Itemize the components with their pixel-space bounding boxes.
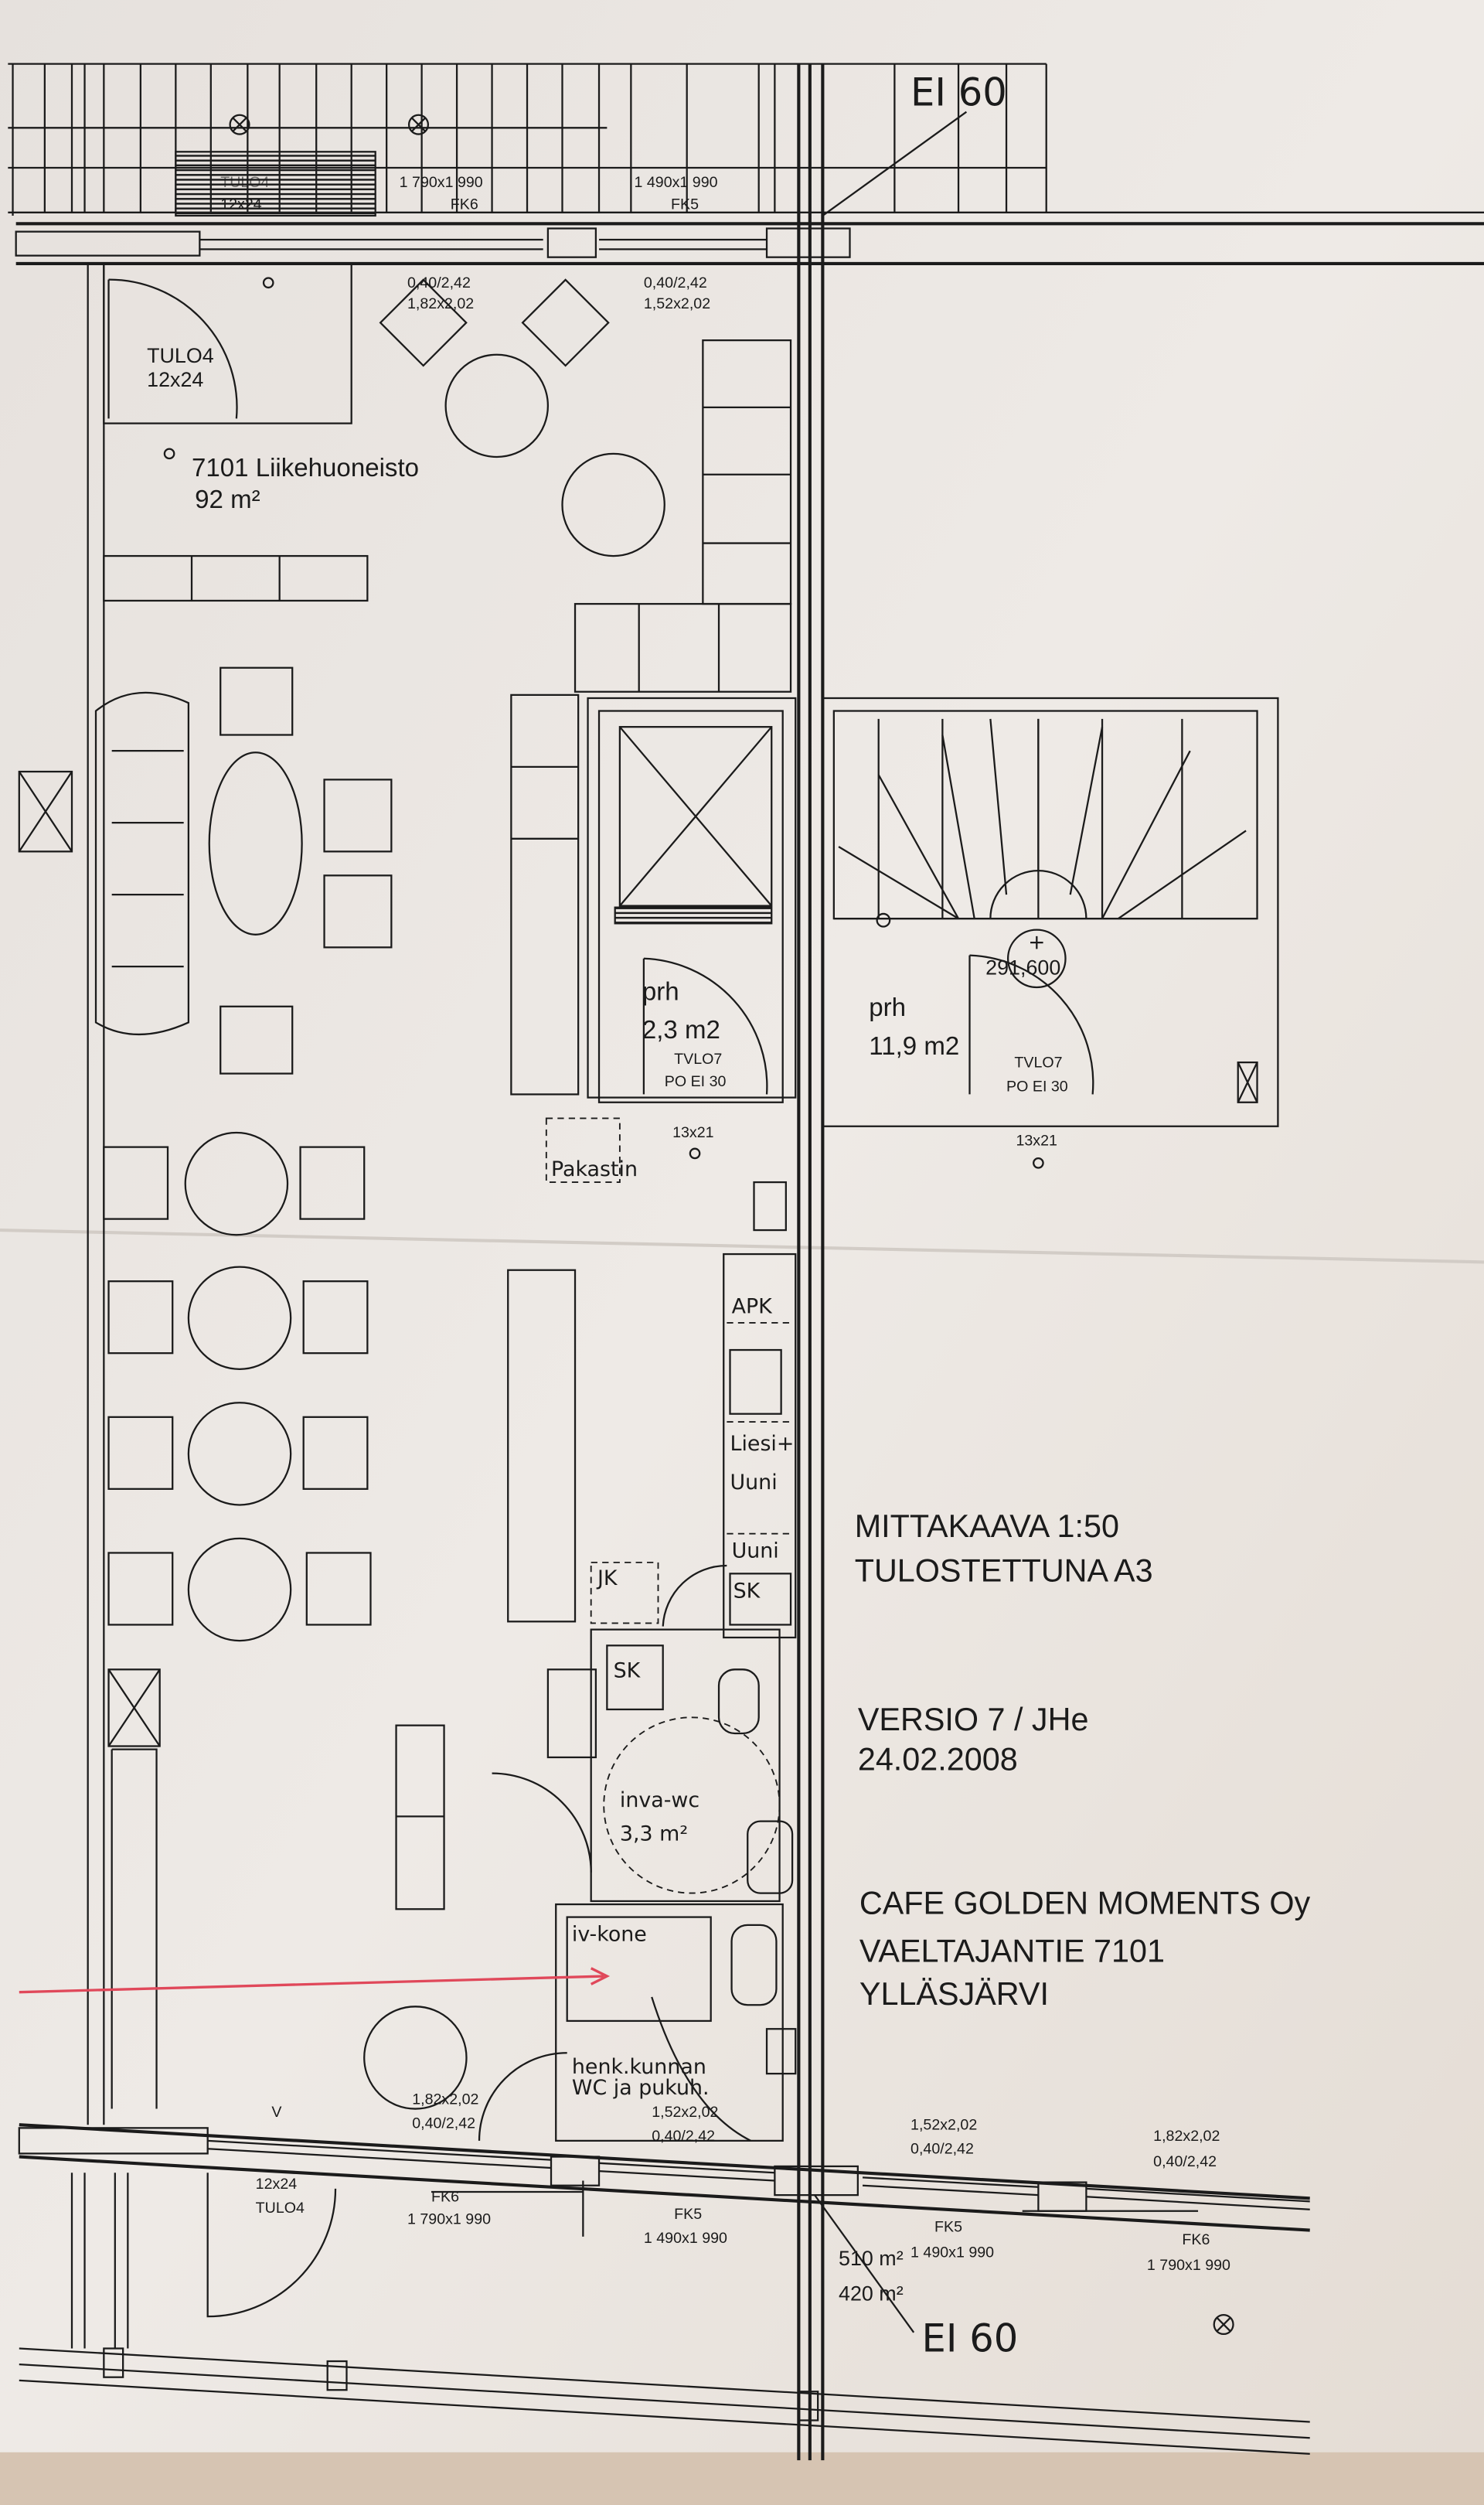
- room-name-label: prh: [642, 978, 679, 1007]
- door-size-label: 12x24: [147, 368, 203, 391]
- street-label: VAELTAJANTIE 7101: [859, 1933, 1165, 1968]
- window-size-label: 1 790x1 990: [400, 174, 483, 191]
- opening-size-label: 0,40/2,42: [652, 2128, 715, 2145]
- fire-rating-label: EI 60: [910, 70, 1007, 114]
- furniture: [94, 278, 792, 2110]
- area-label: 510 m²: [839, 2247, 904, 2270]
- window-code-label: FK5: [934, 2219, 962, 2236]
- print-size-label: TULOSTETTUNA A3: [855, 1553, 1153, 1589]
- door-code-label: TVLO7: [674, 1051, 722, 1068]
- window-size-label: 1 790x1 990: [1147, 2257, 1230, 2274]
- window-size-label: 1 490x1 990: [644, 2230, 727, 2247]
- window-code-label: FK6: [1182, 2231, 1210, 2248]
- door-code-label: TVLO7: [1014, 1054, 1062, 1071]
- room-name-label: henk.kunnan: [572, 2055, 706, 2079]
- door-rating-label: PO EI 30: [665, 1073, 727, 1090]
- paper-fold: [0, 1229, 1484, 1264]
- appliance-label: JK: [596, 1566, 618, 1590]
- appliance-label: SK: [733, 1579, 761, 1603]
- table-surface: [0, 2452, 1484, 2505]
- opening-size-label: 0,40/2,42: [412, 2115, 475, 2132]
- room-name-label: WC ja pukuh.: [572, 2076, 710, 2100]
- door-code-label: TULO4: [147, 344, 214, 367]
- window-code-label: FK5: [671, 196, 699, 213]
- fire-rating-label: EI 60: [922, 2316, 1019, 2361]
- door-rating-label: PO EI 30: [1006, 1078, 1068, 1095]
- appliance-label: APK: [732, 1295, 774, 1319]
- level-label: 291,600: [985, 956, 1060, 979]
- opening-size-label: 0,40/2,42: [407, 274, 471, 291]
- opening-size-label: 0,40/2,42: [1153, 2153, 1217, 2170]
- date-label: 24.02.2008: [858, 1741, 1018, 1777]
- opening-size-label: 1,52x2,02: [644, 295, 710, 312]
- freezer-label: Pakastin: [551, 1157, 638, 1181]
- central-wall: [797, 63, 825, 2461]
- opening-size-label: 0,40/2,42: [644, 274, 707, 291]
- window-code-label: FK6: [451, 196, 478, 213]
- door-code-label: TULO4: [256, 2200, 305, 2217]
- scale-label: MITTAKAAVA 1:50: [855, 1508, 1119, 1544]
- version-label: VERSIO 7 / JHe: [858, 1702, 1089, 1737]
- window-size-label: 1 790x1 990: [407, 2210, 491, 2227]
- door-size-label: 12x24: [256, 2176, 298, 2193]
- appliance-label: SK: [614, 1659, 642, 1683]
- opening-size-label: 13x21: [672, 1124, 713, 1141]
- opening-size-label: 1,82x2,02: [412, 2091, 478, 2108]
- kitchen-and-toilets: [478, 1181, 797, 2142]
- company-label: CAFE GOLDEN MOMENTS Oy: [859, 1885, 1311, 1920]
- bottom-exterior-wall: [18, 2123, 1310, 2456]
- area-label: 420 m²: [839, 2282, 904, 2306]
- title-block: MITTAKAAVA 1:50 TULOSTETTUNA A3 VERSIO 7…: [855, 1508, 1311, 2012]
- room-name-label: iv-kone: [572, 1923, 647, 1947]
- opening-size-label: 1,52x2,02: [910, 2116, 977, 2133]
- appliance-label: Uuni: [732, 1539, 779, 1563]
- door-code-label: TULO4: [220, 174, 269, 191]
- room-name-label: inva-wc: [620, 1788, 699, 1812]
- window-code-label: FK5: [674, 2206, 702, 2223]
- window-size-label: 1 490x1 990: [910, 2244, 994, 2261]
- appliance-label: Liesi+: [730, 1432, 794, 1456]
- window-size-label: 1 490x1 990: [634, 174, 717, 191]
- room-area-label: 2,3 m2: [642, 1016, 720, 1045]
- opening-size-label: 1,82x2,02: [407, 295, 474, 312]
- opening-size-label: 1,52x2,02: [652, 2104, 718, 2121]
- storage-rooms: [510, 694, 1279, 1184]
- door-size-label: 12x24: [220, 196, 262, 213]
- entrance-vestibule: [103, 262, 352, 424]
- room-name-label: 7101 Liikehuoneisto: [192, 454, 419, 482]
- red-arrow-annotation: [19, 1967, 611, 1994]
- opening-size-label: 13x21: [1016, 1133, 1057, 1150]
- city-label: YLLÄSJÄRVI: [859, 1976, 1049, 2012]
- room-area-label: 11,9 m2: [869, 1032, 959, 1061]
- opening-size-label: 0,40/2,42: [910, 2140, 974, 2157]
- room-area-label: 3,3 m²: [620, 1822, 688, 1846]
- opening-size-label: 1,82x2,02: [1153, 2128, 1220, 2145]
- room-area-label: 92 m²: [195, 486, 260, 514]
- column: [18, 770, 161, 1747]
- room-name-label: prh: [869, 993, 906, 1022]
- window-code-label: FK6: [431, 2188, 459, 2205]
- terrace-grid: [8, 63, 1484, 217]
- appliance-label: Uuni: [730, 1471, 777, 1494]
- mark-label: V: [271, 2104, 281, 2121]
